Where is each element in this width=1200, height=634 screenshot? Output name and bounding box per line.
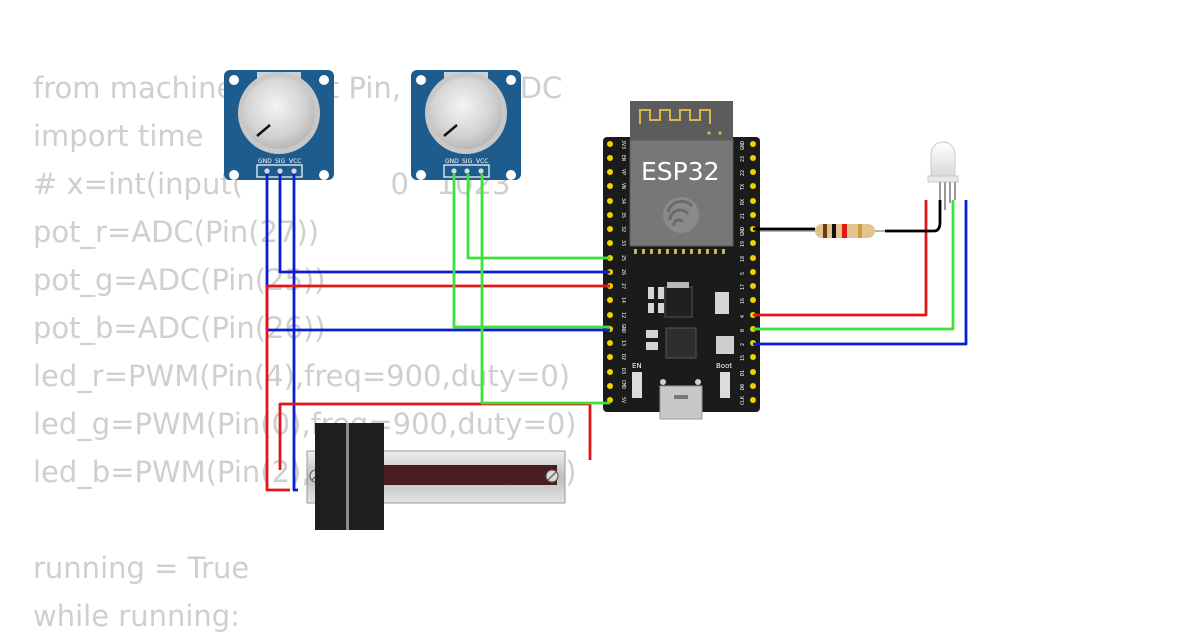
- pin-label: 14: [620, 297, 626, 303]
- pin-label: D0: [740, 384, 746, 390]
- pin-label: 0: [740, 329, 746, 332]
- pin-label: 35: [620, 212, 626, 218]
- wire-red: [753, 200, 928, 317]
- wire-blue: [292, 174, 298, 492]
- wire-black: [885, 200, 942, 233]
- code-line: import time: [33, 119, 204, 153]
- wire-green: [466, 174, 610, 260]
- pin-label: TX: [740, 184, 746, 190]
- pot-pin-label: GND: [258, 158, 272, 165]
- wire-red: [278, 402, 592, 470]
- wires: [265, 174, 968, 492]
- pin-label: 2: [740, 343, 746, 346]
- pot-pin-label: GND: [445, 158, 459, 165]
- pin-label: 16: [740, 298, 746, 304]
- pin-label: VN: [620, 183, 626, 189]
- pin-label: 5V: [620, 397, 626, 403]
- slide-potentiometer[interactable]: [306, 423, 566, 530]
- pin-label: 12: [620, 312, 626, 318]
- potentiometer-2[interactable]: GND SIG VCC: [411, 70, 521, 180]
- pin-label: D1: [740, 370, 746, 376]
- pin-label: VP: [620, 169, 626, 175]
- pin-label: 19: [740, 241, 746, 247]
- wire-blue: [753, 200, 968, 346]
- pin-label: 23: [740, 156, 746, 162]
- wire-blue: [278, 174, 610, 274]
- pin-label: EN: [620, 155, 626, 161]
- code-line: pot_g=ADC(Pin(25)): [33, 263, 326, 297]
- pin-label: RX: [740, 199, 746, 205]
- pin-label: 32: [620, 226, 626, 232]
- pot-pin-label: SIG: [275, 158, 286, 165]
- potentiometer-knob[interactable]: [430, 77, 502, 149]
- code-line: running = True: [33, 551, 250, 585]
- pin-label: 27: [620, 283, 626, 289]
- code-line: pot_r=ADC(Pin(27)): [33, 215, 320, 249]
- slider-knob[interactable]: [315, 423, 384, 530]
- pin-label: 18: [740, 256, 746, 262]
- pin-label: 25: [620, 255, 626, 261]
- pin-label: 34: [620, 198, 626, 204]
- pot-pin-label: SIG: [462, 158, 473, 165]
- wire-blue: [265, 174, 610, 332]
- en-label: EN: [632, 362, 642, 370]
- pin-label: 4: [740, 315, 746, 318]
- pin-label: 26: [620, 269, 626, 275]
- pin-label: CMD: [620, 380, 626, 389]
- code-line: # x=int(input( 0 1023: [33, 167, 511, 201]
- pin-label: 15: [740, 355, 746, 361]
- right-pin-header: GND 23 22 TX RX 21 GND 19 18 5 17 16 4 0…: [740, 141, 756, 405]
- code-line: led_r=PWM(Pin(4),freq=900,duty=0): [33, 359, 571, 393]
- pin-label: 33: [620, 240, 626, 246]
- pin-label: GND: [740, 227, 746, 236]
- pin-label: 21: [740, 213, 746, 219]
- pin-label: GND: [740, 141, 746, 150]
- boot-label: Boot: [716, 362, 732, 370]
- code-line: while running:: [33, 599, 240, 633]
- pin-label: D3: [620, 368, 626, 374]
- pot-pin-label: VCC: [476, 158, 488, 165]
- pin-label: 3V3: [620, 140, 626, 149]
- pin-label: 17: [740, 284, 746, 290]
- pot-pin-label: VCC: [289, 158, 301, 165]
- resistor[interactable]: [760, 224, 885, 238]
- wire-red: [265, 284, 610, 492]
- potentiometer-1[interactable]: GND SIG VCC: [224, 70, 334, 180]
- pin-label: 22: [740, 170, 746, 176]
- wire-green: [452, 174, 610, 329]
- usb-port: [659, 385, 703, 420]
- code-line: led_g=PWM(Pin(0),freq=900,duty=0): [33, 407, 577, 441]
- pin-label: D2: [620, 354, 626, 360]
- wire-green: [480, 174, 610, 405]
- pin-label: 13: [620, 340, 626, 346]
- pin-label: 5: [740, 272, 746, 275]
- potentiometer-knob[interactable]: [243, 77, 315, 149]
- rgb-led[interactable]: [927, 141, 959, 210]
- code-line: pot_b=ADC(Pin(26)): [33, 311, 326, 345]
- pin-label: GND: [620, 324, 626, 333]
- wire-green: [753, 200, 955, 331]
- pin-label: CLK: [740, 396, 746, 405]
- board-title: ESP32: [641, 157, 720, 186]
- esp32-board[interactable]: ESP32 EN Boot: [603, 101, 760, 420]
